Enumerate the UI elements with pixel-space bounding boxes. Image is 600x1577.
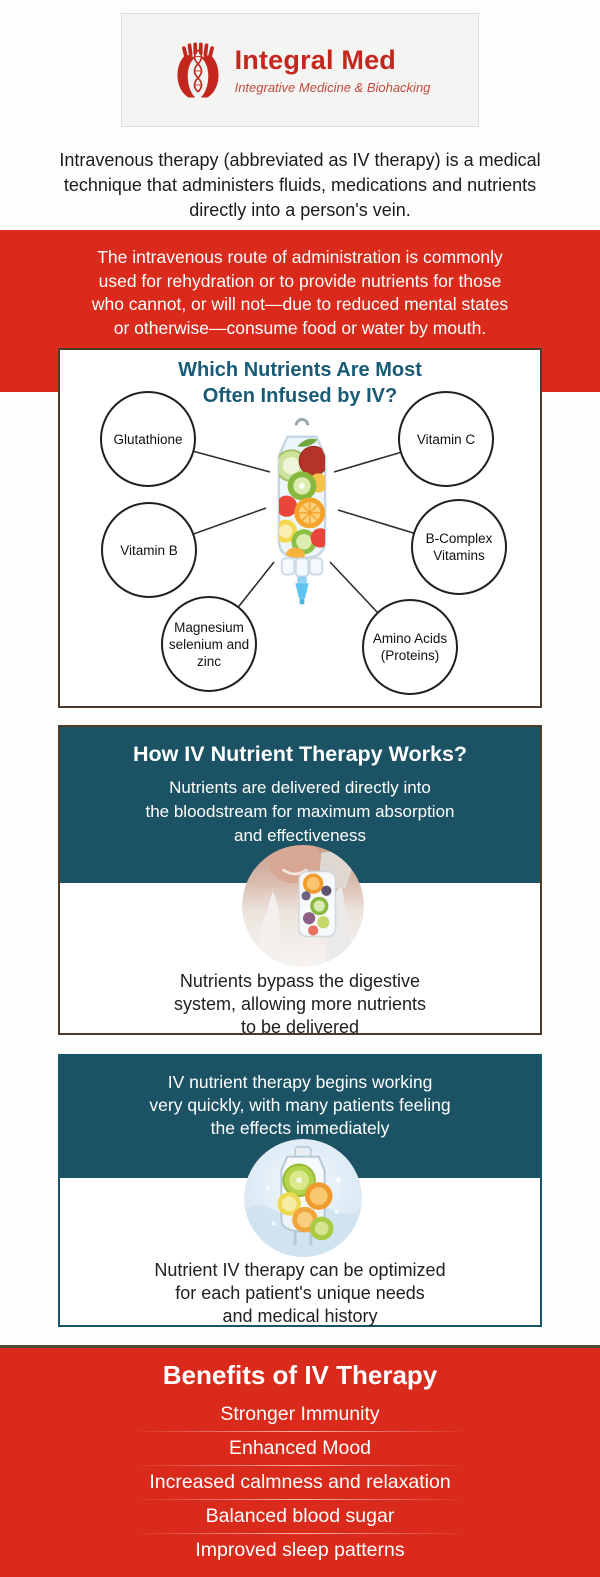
fast-acting-line: the effects immediately [210,1118,390,1138]
benefit-item: Improved sleep patterns [195,1539,405,1561]
nutrient-bubble-glutathione: Glutathione [100,391,196,487]
nutrient-label: Vitamin C [416,431,476,447]
nutrient-label: B-Complex Vitamins [425,531,493,563]
nutrient-bubble-vitamin-c: Vitamin C [398,391,494,487]
subtitle-line: the bloodstream for maximum absorption [145,802,455,821]
nutrient-bubble-vitamin-b: Vitamin B [101,502,197,598]
benefit-item: Enhanced Mood [228,1437,372,1459]
benefits-title: Benefits of IV Therapy [162,1360,438,1390]
divider [130,1533,470,1534]
logo-tagline: Integrative Medicine & Biohacking [234,80,431,95]
banner-line: The intravenous route of administration … [97,247,503,267]
how-it-works-caption: Nutrients bypass the digestive system, a… [60,970,540,1039]
nutrients-title-line: Often Infused by IV? [202,385,398,407]
benefits-list: Stronger Immunity Enhanced Mood Increase… [0,1398,600,1567]
nutrient-label: Amino Acids (Proteins) [372,631,448,663]
caption-line: for each patient's unique needs [175,1283,425,1303]
caption-line: Nutrients bypass the digestive [179,971,421,991]
how-it-works-subtitle: Nutrients are delivered directly into th… [60,776,540,848]
intro-line: directly into a person's vein. [189,200,411,220]
banner-line: used for rehydration or to provide nutri… [98,270,502,291]
benefit-item: Balanced blood sugar [205,1505,395,1527]
nutrient-bubble-amino-acids: Amino Acids (Proteins) [362,599,458,695]
logo-title: Integral Med [234,45,396,75]
benefit-item: Stronger Immunity [220,1403,380,1425]
fast-acting-caption: Nutrient IV therapy can be optimized for… [60,1259,540,1328]
intro-line: technique that administers fluids, medic… [63,175,537,195]
logo-card: Integral Med Integrative Medicine & Bioh… [121,13,479,127]
benefits-section: Benefits of IV Therapy Stronger Immunity… [0,1345,600,1577]
nutrients-title-line: Which Nutrients Are Most [178,359,422,381]
clinician-holding-fruit-iv-bag-photo [242,845,364,967]
caption-line: and medical history [222,1306,378,1326]
nutrient-label: Magnesium selenium and zinc [168,619,250,669]
divider [130,1431,470,1432]
banner-line: or otherwise—consume food or water by mo… [113,317,487,338]
nutrient-label: Glutathione [113,431,183,447]
nutrient-bubble-b-complex: B-Complex Vitamins [411,499,507,595]
banner-line: who cannot, or will not—due to reduced m… [91,294,509,314]
divider [130,1499,470,1500]
logo-text: Integral Med Integrative Medicine & Bioh… [235,45,431,95]
subtitle-line: and effectiveness [234,826,366,845]
intro-line: Intravenous therapy (abbreviated as IV t… [59,150,541,170]
citrus-iv-bag-water-photo [244,1139,362,1257]
intro-text: Intravenous therapy (abbreviated as IV t… [0,148,600,223]
fast-acting-line: very quickly, with many patients feeling [149,1095,451,1115]
caption-line: system, allowing more nutrients [173,994,427,1014]
hands-holding-dna-icon [170,36,226,104]
caption-line: Nutrient IV therapy can be optimized [154,1260,446,1280]
how-it-works-section: How IV Nutrient Therapy Works? Nutrients… [58,725,542,1037]
iv-bag-fruits-illustration [249,412,355,608]
nutrients-title: Which Nutrients Are Most Often Infused b… [60,350,540,409]
subtitle-line: Nutrients are delivered directly into [169,778,431,797]
how-it-works-title: How IV Nutrient Therapy Works? [132,742,468,766]
benefit-item: Increased calmness and relaxation [149,1471,451,1493]
nutrients-section: Which Nutrients Are Most Often Infused b… [58,348,542,708]
caption-line: to be delivered [240,1017,360,1037]
divider [130,1465,470,1466]
fast-acting-section: IV nutrient therapy begins working very … [58,1054,542,1327]
nutrient-bubble-magnesium-selenium-zinc: Magnesium selenium and zinc [161,596,257,692]
fast-acting-line: IV nutrient therapy begins working [167,1072,433,1092]
nutrient-label: Vitamin B [120,542,178,558]
